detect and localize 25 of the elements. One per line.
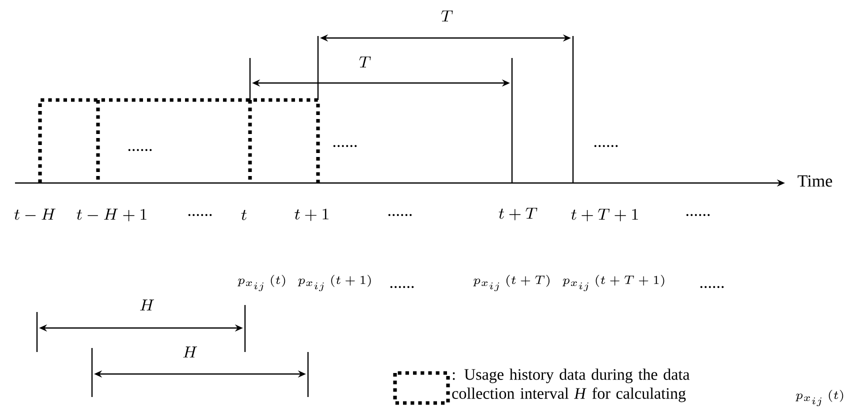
ellipsis: ...... bbox=[333, 145, 357, 148]
dimension-label: $H$ bbox=[140, 300, 154, 310]
legend-text: : Usage history data during the data collection interval H for calculating bbox=[452, 368, 690, 402]
ellipsis: ...... bbox=[128, 149, 152, 152]
dimension-label: $T$ bbox=[441, 10, 453, 22]
dimension-label: $T$ bbox=[359, 56, 371, 68]
tick-label: $t-H$ bbox=[14, 208, 56, 220]
ellipsis: ...... bbox=[594, 145, 618, 148]
probability-label: $p_{x_{ij}}\left(t+1\right)$ bbox=[298, 274, 371, 292]
ellipsis: ...... bbox=[686, 214, 710, 216]
tick-label: $t-H+1$ bbox=[76, 208, 146, 222]
formula-label: $p_{x_{ij}}\left(t\right)$ bbox=[796, 390, 844, 406]
probability-label: $p_{x_{ij}}\left(t+T+1\right)$ bbox=[562, 274, 664, 292]
tick-label: $t$ bbox=[241, 210, 247, 220]
tick-label: $t+1$ bbox=[294, 208, 328, 221]
probability-label: $p_{x_{ij}}\left(t\right)$ bbox=[238, 274, 286, 292]
axis-title: Time bbox=[798, 175, 832, 187]
dimension-label: $H$ bbox=[183, 346, 198, 358]
tick-label: $t+T$ bbox=[498, 208, 538, 220]
ellipsis: ...... bbox=[700, 286, 724, 288]
probability-label: $p_{x_{ij}}\left(t+T\right)$ bbox=[473, 274, 550, 292]
ellipsis: ...... bbox=[188, 214, 212, 216]
ellipsis: ...... bbox=[390, 286, 414, 288]
ellipsis: ...... bbox=[388, 214, 412, 216]
tick-label: $t+T+1$ bbox=[571, 208, 638, 222]
